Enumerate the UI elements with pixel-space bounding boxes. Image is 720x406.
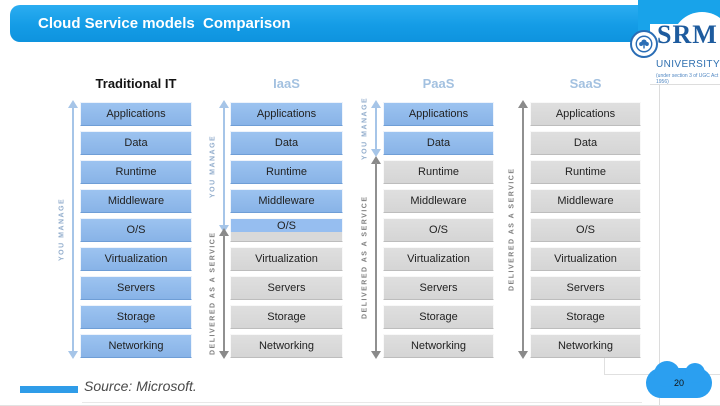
logo-tagline: (under section 3 of UGC Act 1956) — [656, 73, 719, 85]
layer-box-traditional-it-data: Data — [80, 131, 192, 155]
tree-icon — [635, 35, 653, 53]
layer-box-traditional-it-networking: Networking — [80, 334, 192, 358]
layer-box-paas-virtualization: Virtualization — [383, 247, 494, 271]
layer-box-saas-storage: Storage — [530, 305, 641, 329]
layer-box-paas-storage: Storage — [383, 305, 494, 329]
delivered-as-a-service-arrow — [371, 156, 381, 359]
layer-box-paas-data: Data — [383, 131, 494, 155]
layer-box-traditional-it-o-s: O/S — [80, 218, 192, 242]
layer-box-saas-runtime: Runtime — [530, 160, 641, 184]
layer-box-iaas-runtime: Runtime — [230, 160, 343, 184]
srm-emblem-icon — [630, 30, 658, 58]
page-title: Cloud Service models Comparison — [38, 15, 291, 32]
you-manage-arrow — [68, 100, 78, 359]
column-header-iaas: IaaS — [273, 76, 300, 91]
layer-box-paas-servers: Servers — [383, 276, 494, 300]
layer-box-iaas-storage: Storage — [230, 305, 343, 329]
layer-box-saas-data: Data — [530, 131, 641, 155]
logo-card — [650, 24, 720, 85]
logo-university-label: UNIVERSITY — [656, 59, 720, 70]
layer-box-iaas-servers: Servers — [230, 276, 343, 300]
layer-box-traditional-it-virtualization: Virtualization — [80, 247, 192, 271]
layer-box-iaas-data: Data — [230, 131, 343, 155]
page-number: 20 — [673, 378, 684, 388]
delivered-as-a-service-label: DELIVERED AS A SERVICE — [209, 231, 217, 356]
layer-box-traditional-it-servers: Servers — [80, 276, 192, 300]
title-bar — [10, 5, 700, 42]
you-manage-arrow — [219, 100, 229, 233]
layer-box-paas-runtime: Runtime — [383, 160, 494, 184]
layer-box-saas-middleware: Middleware — [530, 189, 641, 213]
you-manage-label: YOU MANAGE — [209, 134, 217, 199]
layer-box-saas-applications: Applications — [530, 102, 641, 126]
layer-box-paas-applications: Applications — [383, 102, 494, 126]
layer-box-paas-networking: Networking — [383, 334, 494, 358]
delivered-as-a-service-arrow — [518, 100, 528, 359]
layer-box-saas-o-s: O/S — [530, 218, 641, 242]
column-header-traditional-it: Traditional IT — [95, 76, 177, 91]
column-header-saas: SaaS — [569, 76, 602, 91]
layer-box-traditional-it-runtime: Runtime — [80, 160, 192, 184]
layer-box-paas-middleware: Middleware — [383, 189, 494, 213]
layer-box-iaas-middleware: Middleware — [230, 189, 343, 213]
layer-box-iaas-applications: Applications — [230, 102, 343, 126]
logo-acronym: SRM — [657, 20, 718, 49]
right-margin-divider — [659, 84, 660, 405]
delivered-as-a-service-arrow — [219, 228, 229, 359]
layer-box-traditional-it-applications: Applications — [80, 102, 192, 126]
frame-corner-line — [604, 356, 605, 375]
layer-box-traditional-it-middleware: Middleware — [80, 189, 192, 213]
page-number-cloud: 20 — [646, 361, 712, 398]
frame-bottom-line — [82, 402, 642, 403]
source-text: Source: Microsoft. — [84, 378, 197, 394]
layer-box-traditional-it-storage: Storage — [80, 305, 192, 329]
layer-box-paas-o-s: O/S — [383, 218, 494, 242]
layer-box-saas-networking: Networking — [530, 334, 641, 358]
delivered-as-a-service-label: DELIVERED AS A SERVICE — [361, 195, 369, 320]
layer-box-saas-virtualization: Virtualization — [530, 247, 641, 271]
delivered-as-a-service-label: DELIVERED AS A SERVICE — [508, 167, 516, 292]
layer-box-iaas-virtualization: Virtualization — [230, 247, 343, 271]
source-dash — [20, 386, 78, 393]
column-header-paas: PaaS — [422, 76, 455, 91]
you-manage-label: YOU MANAGE — [361, 96, 369, 161]
you-manage-arrow — [371, 100, 381, 157]
layer-box-iaas-o-s: O/S — [230, 218, 343, 242]
you-manage-label: YOU MANAGE — [58, 197, 66, 262]
layer-box-iaas-networking: Networking — [230, 334, 343, 358]
layer-box-saas-servers: Servers — [530, 276, 641, 300]
